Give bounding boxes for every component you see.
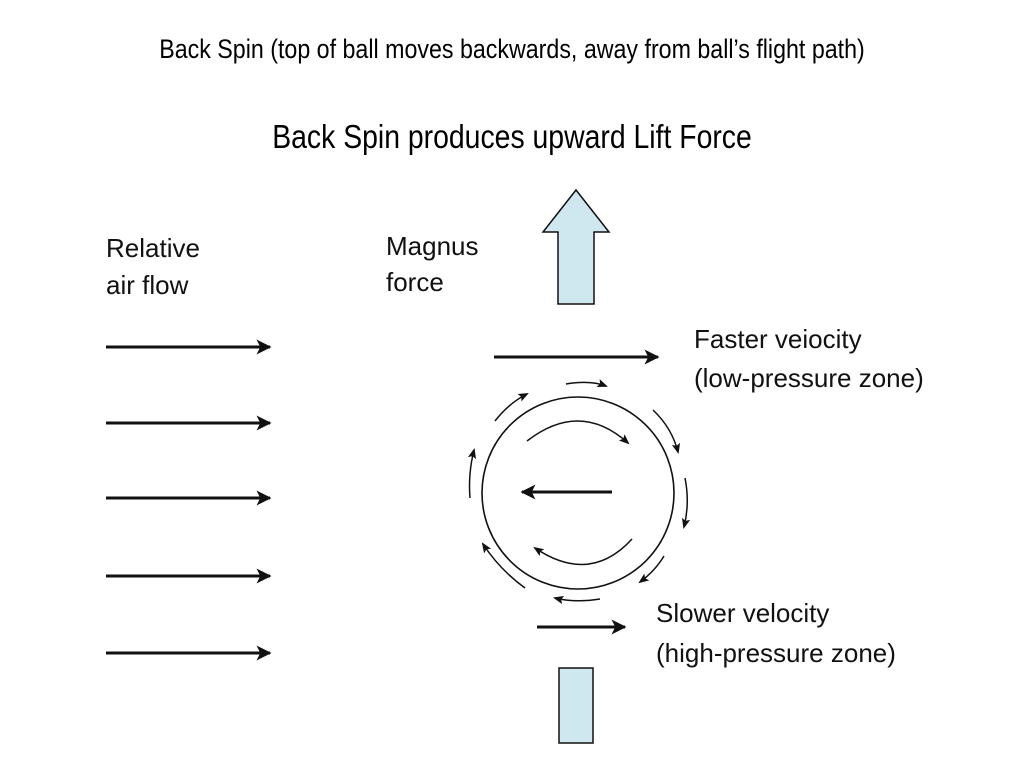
magnus-force-label-line1: Magnus [386,231,479,261]
air-flow-arrows [106,339,272,661]
magnus-force-arrow [541,188,611,305]
circulation-arrow [481,542,526,589]
faster-velocity-label-line2: (low-pressure zone) [694,363,924,393]
circulation-arrow [652,409,681,455]
circulation-arrow [552,595,601,605]
slide-subtitle: Back Spin produces upward Lift Force [272,118,752,155]
inner-spin-arc-top [526,420,630,445]
relative-air-flow-label-line2: air flow [106,270,189,300]
slower-velocity-label-line1: Slower velocity [656,598,829,628]
relative-air-flow-label-line1: Relative [106,233,200,263]
circulation-arrow [638,555,665,584]
magnus-force-label-line2: force [386,267,444,297]
ball-outline [481,396,675,590]
spinning-ball [467,379,691,605]
faster-velocity-label-line1: Faster veiocity [694,324,862,354]
circulation-arrow [467,447,477,499]
magnus-force-arrow-tail [558,667,594,744]
slide-title: Back Spin (top of ball moves backwards, … [159,34,865,64]
slower-velocity-label-line2: (high-pressure zone) [656,638,896,668]
circulation-arrow [681,477,691,530]
inner-spin-arc-bottom [533,538,633,566]
circulation-arrow [565,379,608,387]
circulation-arrow [494,393,529,422]
